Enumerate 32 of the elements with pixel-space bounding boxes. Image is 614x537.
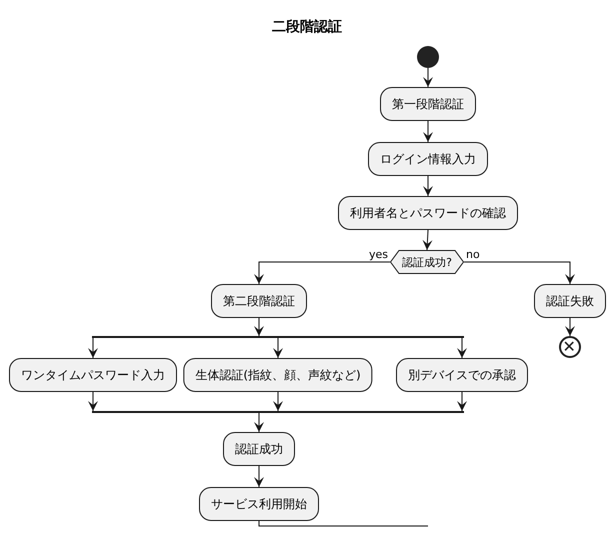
arrow [254, 466, 264, 488]
arrow [273, 392, 283, 412]
edge-label: yes [368, 249, 388, 261]
action-box: ワンタイムパスワード入力 [9, 358, 177, 392]
arrow [423, 68, 433, 88]
arrow [273, 338, 283, 358]
action-box: 利用者名とパスワードの確認 [338, 196, 518, 230]
action-box: ログイン情報入力 [368, 142, 488, 176]
arrow [423, 176, 433, 196]
arrow [254, 412, 264, 432]
action-box: 生体認証(指紋、顔、声紋など) [183, 358, 373, 392]
action-box: 認証成功 [223, 432, 295, 466]
diagram-title: 二段階認証 [271, 18, 343, 36]
action-box: 第一段階認証 [380, 87, 476, 121]
arrow [457, 392, 467, 412]
end-node [559, 336, 581, 358]
start-node [417, 46, 439, 68]
edge-label: no [466, 249, 480, 261]
arrow [254, 262, 390, 284]
arrow [254, 318, 264, 336]
action-box: サービス利用開始 [199, 487, 319, 521]
arrow [423, 120, 433, 142]
arrow [88, 392, 98, 412]
decision-text: 認証成功? [402, 254, 452, 270]
arrow [464, 262, 575, 284]
arrow [457, 338, 467, 358]
arrow [565, 318, 575, 336]
action-box: 第二段階認証 [211, 284, 307, 318]
arrow [88, 338, 98, 358]
arrow [422, 230, 432, 250]
action-box: 別デバイスでの承認 [396, 358, 528, 392]
action-box: 認証失敗 [534, 284, 606, 318]
